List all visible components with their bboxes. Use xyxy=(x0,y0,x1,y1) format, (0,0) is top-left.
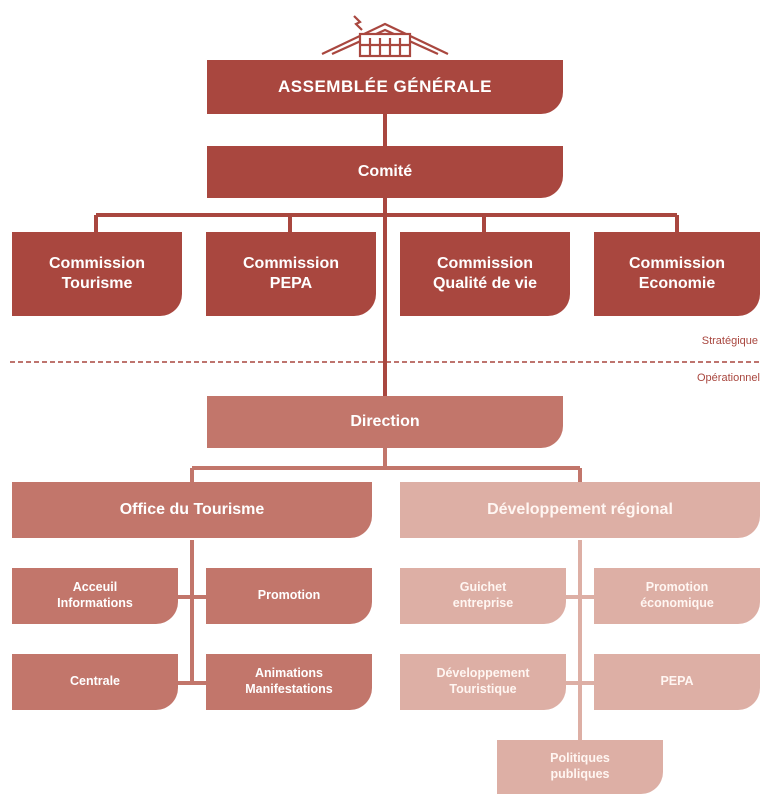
regional-development-label: Développement régional xyxy=(487,501,673,518)
unit-economic-promotion-box: Promotion économique xyxy=(594,568,760,624)
commission-tourism-label: Commission Tourisme xyxy=(48,255,145,292)
unit-central-label: Centrale xyxy=(69,674,121,689)
assembly-box: ASSEMBLÉE GÉNÉRALE xyxy=(207,60,563,114)
committee-box: Comité xyxy=(207,146,563,198)
commission-quality-box: Commission Qualité de vie xyxy=(400,232,570,316)
commission-pepa-label: Commission PEPA xyxy=(242,255,339,292)
unit-reception-box: Acceuil Informations xyxy=(12,568,178,624)
unit-business-desk-label: Guichet entreprise xyxy=(452,580,514,610)
unit-public-policy-label: Politiques publiques xyxy=(550,751,610,781)
unit-business-desk-box: Guichet entreprise xyxy=(400,568,566,624)
commission-pepa-box: Commission PEPA xyxy=(206,232,376,316)
assembly-label: ASSEMBLÉE GÉNÉRALE xyxy=(278,77,492,97)
unit-public-policy-box: Politiques publiques xyxy=(497,740,663,794)
unit-economic-promotion-label: Promotion économique xyxy=(640,580,714,610)
commission-quality-label: Commission Qualité de vie xyxy=(432,255,538,292)
unit-pepa-box: PEPA xyxy=(594,654,760,710)
unit-pepa-label: PEPA xyxy=(660,674,694,689)
unit-promotion-label: Promotion xyxy=(257,588,321,603)
commission-economy-label: Commission Economie xyxy=(628,255,725,292)
unit-reception-label: Acceuil Informations xyxy=(57,580,133,610)
unit-tourism-development-label: Développement Touristique xyxy=(436,666,530,696)
strategic-label: Stratégique xyxy=(701,335,758,347)
unit-tourism-development-box: Développement Touristique xyxy=(400,654,566,710)
unit-events-label: Animations Manifestations xyxy=(245,666,333,696)
house-logo-icon xyxy=(321,15,449,58)
committee-label: Comité xyxy=(357,163,413,180)
tourism-office-label: Office du Tourisme xyxy=(119,501,265,518)
unit-events-box: Animations Manifestations xyxy=(206,654,372,710)
commission-tourism-box: Commission Tourisme xyxy=(12,232,182,316)
regional-development-box: Développement régional xyxy=(400,482,760,538)
direction-box: Direction xyxy=(207,396,563,448)
direction-label: Direction xyxy=(350,413,420,430)
commission-economy-box: Commission Economie xyxy=(594,232,760,316)
operational-label: Opérationnel xyxy=(697,372,760,384)
tourism-office-box: Office du Tourisme xyxy=(12,482,372,538)
unit-promotion-box: Promotion xyxy=(206,568,372,624)
unit-central-box: Centrale xyxy=(12,654,178,710)
